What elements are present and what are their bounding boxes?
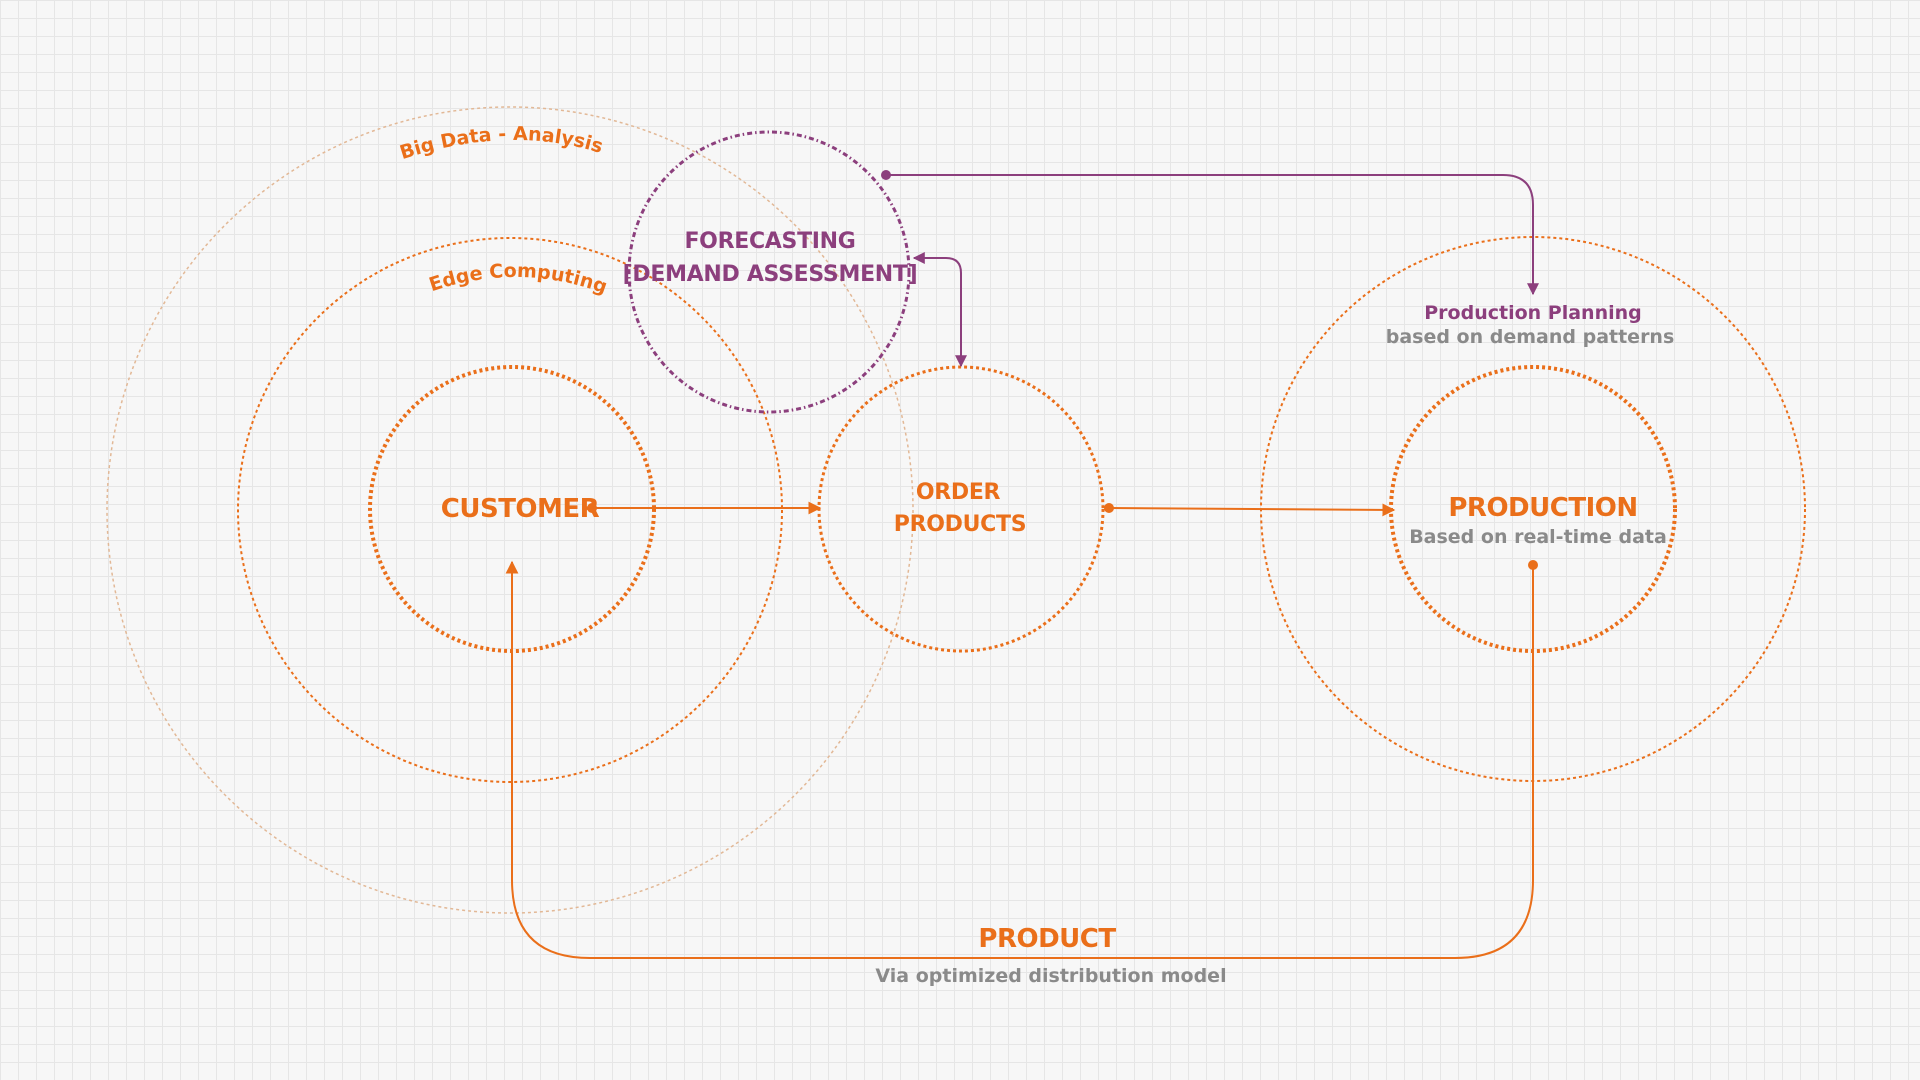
product-subtitle: Via optimized distribution model bbox=[875, 965, 1226, 987]
production-planning-title: Production Planning bbox=[1424, 302, 1641, 324]
order-products-circle bbox=[817, 365, 1105, 653]
forecasting-order-arrow bbox=[912, 252, 967, 368]
forecasting-subtitle: [DEMAND ASSESSMENT] bbox=[623, 262, 918, 287]
customer-label: CUSTOMER bbox=[441, 494, 600, 524]
edge-computing-ring bbox=[237, 237, 783, 783]
production-subtitle: Based on real-time data bbox=[1409, 526, 1667, 548]
order-label: ORDER bbox=[916, 480, 1001, 505]
big-data-label: Big Data - Analysis bbox=[397, 123, 605, 164]
product-title: PRODUCT bbox=[978, 924, 1116, 954]
product-distribution-arrow bbox=[505, 560, 1534, 959]
production-planning-subtitle: based on demand patterns bbox=[1386, 326, 1675, 348]
forecasting-title: FORECASTING bbox=[684, 229, 855, 254]
edge-computing-label: Edge Computing bbox=[426, 260, 610, 298]
products-label: PRODUCTS bbox=[894, 512, 1027, 537]
order-to-production-arrow bbox=[1108, 503, 1396, 517]
forecasting-circle bbox=[627, 130, 911, 414]
big-data-ring bbox=[106, 106, 914, 914]
production-title: PRODUCTION bbox=[1448, 493, 1637, 523]
forecasting-to-planning-arrow bbox=[886, 174, 1539, 296]
